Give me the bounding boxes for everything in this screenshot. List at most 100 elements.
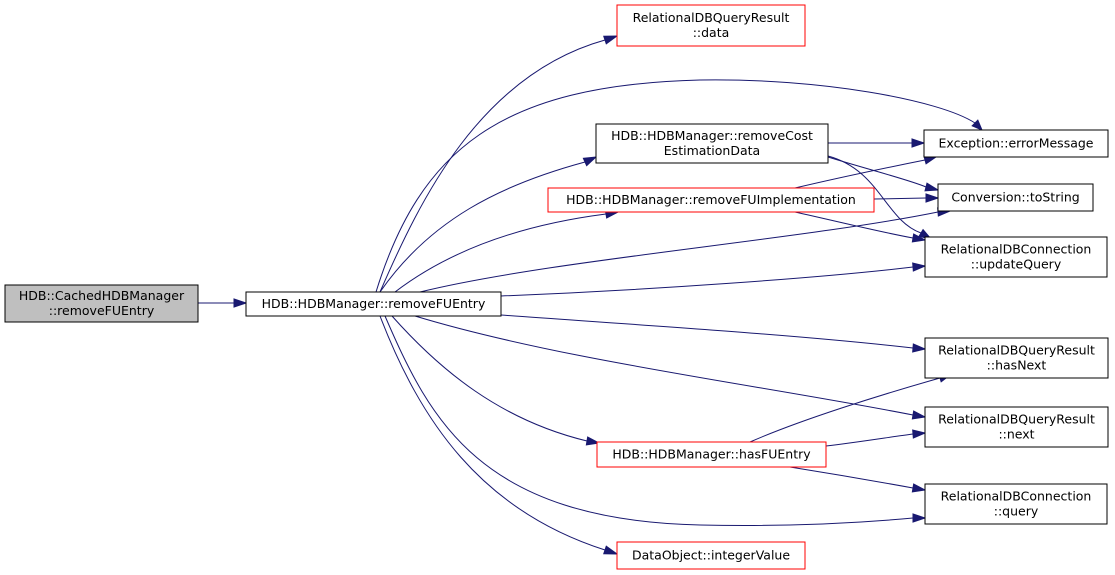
arrowhead [912, 343, 927, 353]
edge-remove_fu_entry-to-query [384, 315, 927, 526]
node-label: HDB::CachedHDBManager [19, 288, 185, 303]
edge-line [873, 197, 927, 200]
arrowhead [924, 182, 940, 192]
edge-line [391, 315, 588, 442]
arrowhead [912, 513, 927, 523]
node-label: Conversion::toString [951, 190, 1079, 205]
arrowhead [911, 410, 927, 420]
node-label: RelationalDBQueryResult [938, 343, 1095, 358]
edge-remove_fu_entry-to-has_next [500, 314, 927, 353]
node-cached-remove[interactable]: HDB::CachedHDBManager::removeFUEntry [4, 284, 199, 323]
node-label: RelationalDBConnection [941, 242, 1092, 257]
node-error-message[interactable]: Exception::errorMessage [923, 129, 1109, 158]
edge-line [384, 315, 914, 526]
node-box [924, 337, 1109, 379]
edge-remove_fu_entry-to-error_message [375, 79, 983, 293]
node-box [245, 291, 502, 317]
edge-line [794, 211, 914, 239]
edge-remove_fu_entry-to-remove_cost [379, 156, 598, 293]
node-box [4, 284, 199, 323]
edge-remove_fu_entry-to-has_fu_entry [391, 315, 601, 446]
node-next[interactable]: RelationalDBQueryResult::next [924, 406, 1109, 448]
edge-remove_cost-to-error_message [828, 138, 926, 148]
edge-line [789, 466, 914, 489]
node-label: Exception::errorMessage [939, 136, 1094, 151]
edge-line [825, 433, 914, 447]
edge-has_fu_entry-to-next [825, 429, 927, 447]
node-query[interactable]: RelationalDBConnection::query [924, 483, 1108, 525]
edge-remove_fu_impl-to-update_query [794, 211, 927, 243]
edge-remove_fu_entry-to-next [414, 315, 927, 420]
arrowhead [603, 545, 619, 555]
edge-remove_fu_entry-to-to_string [419, 207, 952, 293]
node-remove-cost[interactable]: HDB::HDBManager::removeCostEstimationDat… [595, 123, 829, 164]
node-remove-fu-entry[interactable]: HDB::HDBManager::removeFUEntry [245, 291, 502, 317]
arrowhead [585, 436, 601, 446]
arrowhead [911, 483, 927, 493]
node-box [924, 406, 1109, 448]
edge-remove_fu_entry-to-remove_fu_impl [394, 209, 620, 293]
node-update-query[interactable]: RelationalDBConnection::updateQuery [924, 236, 1108, 278]
edge-line [827, 155, 922, 234]
node-label: HDB::HDBManager::removeCost [611, 128, 813, 143]
call-edges [198, 35, 983, 555]
edge-line [419, 211, 939, 293]
node-box [937, 183, 1094, 212]
node-label: HDB::HDBManager::removeFUImplementation [566, 192, 856, 207]
node-box [616, 4, 806, 47]
edge-line [379, 315, 606, 551]
node-has-fu-entry[interactable]: HDB::HDBManager::hasFUEntry [596, 441, 827, 468]
node-label: EstimationData [664, 143, 760, 158]
edge-remove_fu_entry-to-integer_value [379, 315, 619, 555]
edge-line [375, 79, 976, 293]
node-label: HDB::HDBManager::hasFUEntry [612, 447, 811, 462]
node-label: ::next [998, 427, 1034, 442]
node-box [924, 236, 1108, 278]
arrowhead [912, 262, 927, 272]
arrowhead [911, 233, 927, 243]
edge-remove_fu_entry-to-rdbqr_data [379, 35, 619, 293]
node-rdbqr-data[interactable]: RelationalDBQueryResult::data [616, 4, 806, 47]
edge-remove_fu_entry-to-update_query [500, 262, 927, 297]
node-box [924, 483, 1108, 525]
edge-cached_remove-to-remove_fu_entry [198, 298, 248, 308]
edge-line [394, 213, 607, 293]
edge-line [500, 314, 914, 349]
node-remove-fu-impl[interactable]: HDB::HDBManager::removeFUImplementation [547, 187, 875, 213]
arrowhead [603, 35, 619, 45]
node-label: ::hasNext [987, 358, 1047, 373]
edge-line [379, 161, 586, 293]
edge-line [794, 159, 926, 189]
arrowhead [233, 298, 248, 308]
arrowhead [925, 193, 940, 203]
node-label: ::data [693, 25, 730, 40]
edge-line [379, 39, 606, 293]
arrowhead [971, 119, 983, 131]
node-label: HDB::HDBManager::removeFUEntry [262, 296, 486, 311]
edge-line [749, 377, 941, 443]
arrowhead [912, 429, 927, 439]
node-integer-value[interactable]: DataObject::integerValue [616, 541, 806, 570]
node-label: RelationalDBQueryResult [938, 412, 1095, 427]
node-label: ::query [994, 504, 1039, 519]
node-label: ::updateQuery [971, 257, 1062, 272]
node-to-string[interactable]: Conversion::toString [937, 183, 1094, 212]
node-label: RelationalDBQueryResult [633, 10, 790, 25]
arrowhead [911, 138, 926, 148]
node-label: RelationalDBConnection [941, 489, 1092, 504]
arrowhead [582, 156, 598, 167]
node-box [923, 129, 1109, 158]
node-has-next[interactable]: RelationalDBQueryResult::hasNext [924, 337, 1109, 379]
edge-has_fu_entry-to-query [789, 466, 927, 493]
node-label: ::removeFUEntry [49, 303, 155, 318]
edge-remove_fu_impl-to-to_string [873, 193, 940, 203]
edge-line [500, 266, 914, 297]
node-label: DataObject::integerValue [632, 548, 790, 563]
node-box [595, 123, 829, 164]
node-box [596, 441, 827, 468]
node-box [547, 187, 875, 213]
node-box [616, 541, 806, 570]
edge-line [414, 315, 914, 416]
